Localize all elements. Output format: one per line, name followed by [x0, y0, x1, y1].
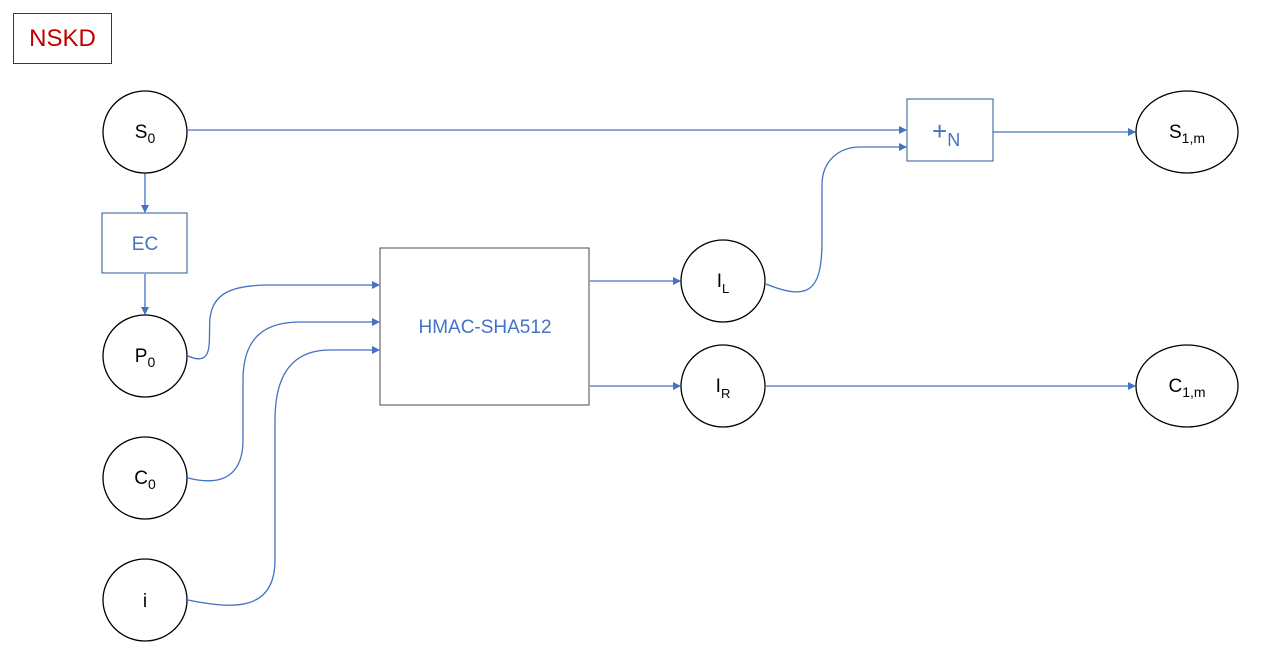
- node-c1m-label: C1,m: [1168, 376, 1205, 400]
- node-s1m: S1,m: [1135, 90, 1239, 174]
- node-ir: IR: [680, 344, 766, 428]
- node-s1m-label: S1,m: [1169, 122, 1205, 146]
- diagram-tag-label: NSKD: [29, 24, 96, 52]
- hmac-sha512-box-label: HMAC-SHA512: [418, 317, 551, 338]
- node-s0: S0: [102, 90, 188, 174]
- node-c0: C0: [102, 436, 188, 520]
- plus-n-main: +: [932, 116, 947, 146]
- node-il: IL: [680, 239, 766, 323]
- edge-il-to-plus: [765, 143, 907, 293]
- node-i-label: i: [143, 591, 147, 612]
- node-i: i: [102, 558, 188, 642]
- node-ir-label: IR: [716, 376, 731, 401]
- edge-c0-to-hmac: [187, 318, 380, 482]
- ec-box: EC: [101, 212, 188, 274]
- node-c0-label: C0: [134, 468, 156, 492]
- plus-n-box: +N: [906, 98, 994, 162]
- node-p0-label: P0: [135, 346, 156, 370]
- node-s0-label: S0: [135, 122, 156, 146]
- plus-n-sub: N: [947, 130, 960, 150]
- node-il-label: IL: [717, 271, 730, 296]
- edge-p0-to-hmac: [187, 281, 380, 360]
- node-p0: P0: [102, 314, 188, 398]
- ec-box-label: EC: [132, 234, 158, 255]
- edge-i-to-hmac: [187, 346, 380, 606]
- diagram-tag-nskd: NSKD: [13, 13, 112, 64]
- plus-n-box-operator: +N: [932, 116, 960, 150]
- hmac-sha512-box: HMAC-SHA512: [379, 247, 590, 406]
- node-c1m: C1,m: [1135, 344, 1239, 428]
